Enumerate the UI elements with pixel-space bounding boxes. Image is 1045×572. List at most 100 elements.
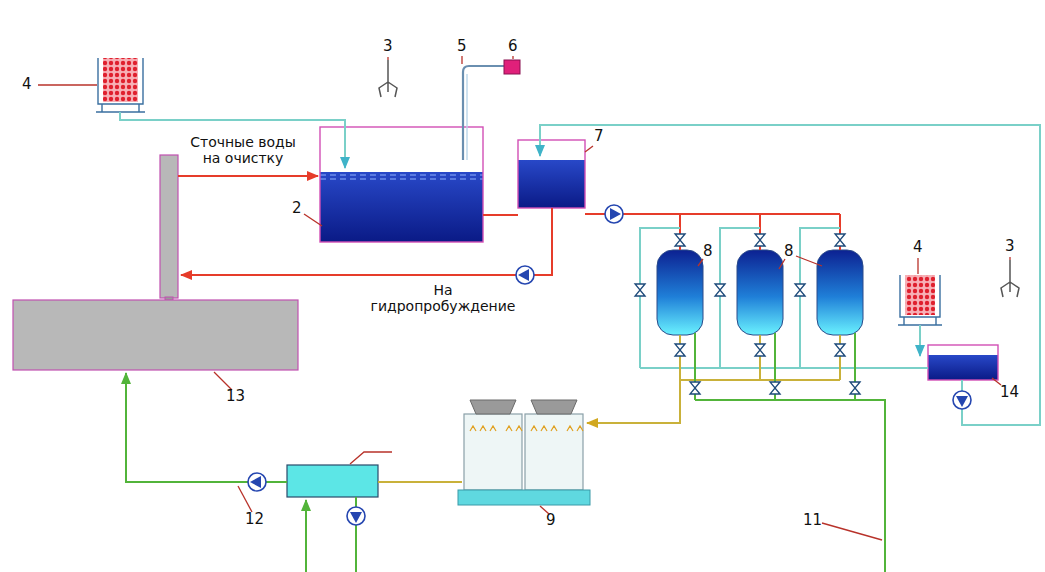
backwash-pipe	[378, 335, 840, 482]
flow-label: Сточные воды на очистку	[180, 134, 306, 166]
reagent-hopper	[96, 104, 145, 112]
grab-symbol	[1001, 260, 1019, 297]
leader-line	[917, 258, 918, 274]
callout-number: 13	[226, 388, 245, 405]
reagent-hopper	[103, 58, 138, 102]
clean-water-pipe	[540, 125, 1040, 425]
leader-line	[585, 146, 593, 152]
pump-symbol	[248, 205, 971, 525]
leader-line	[461, 56, 462, 64]
callout-number: 9	[546, 512, 556, 529]
dredger-unit	[160, 155, 178, 298]
wastewater-pipe	[483, 214, 518, 216]
callout-number: 5	[457, 38, 467, 55]
cooling-tower	[470, 426, 583, 431]
valve-symbol	[675, 344, 685, 356]
dredger-unit	[13, 300, 298, 370]
reagent-hopper	[898, 275, 942, 325]
level-gauge	[463, 60, 520, 160]
return-pipe	[305, 500, 307, 572]
filter-column	[657, 250, 703, 335]
clean-water-tank	[287, 465, 378, 497]
reagent-hopper	[98, 58, 143, 104]
pump-symbol	[516, 266, 534, 284]
clean-water-pipe	[120, 112, 1040, 425]
callout-number: 3	[383, 38, 393, 55]
wastewater-pipe	[178, 176, 840, 275]
flow-label: На гидропробуждение	[368, 282, 518, 314]
valve-symbol	[835, 344, 845, 356]
callout-number: 3	[1005, 238, 1015, 255]
valve-symbol	[835, 234, 845, 246]
filter-column	[657, 250, 863, 335]
leader-line	[822, 523, 882, 540]
settling-tank	[320, 175, 483, 176]
cooling-tower	[458, 490, 590, 505]
callout-number: 2	[292, 200, 302, 217]
backwash-pipe	[680, 335, 840, 380]
reagent-tank	[928, 345, 998, 380]
level-gauge	[466, 74, 467, 160]
pump-symbol	[248, 473, 266, 491]
filter-column	[817, 250, 863, 335]
leader-line	[387, 57, 388, 60]
leader-line	[304, 214, 322, 226]
dredger-unit	[13, 155, 298, 370]
valve-symbol	[755, 234, 765, 246]
leader-line	[1009, 257, 1010, 260]
valve-symbol	[795, 284, 805, 296]
return-pipe	[695, 333, 885, 572]
level-gauge	[463, 66, 504, 160]
settling-tank	[320, 179, 483, 180]
clean-water-pipe	[120, 112, 345, 168]
valve-symbol	[675, 234, 685, 246]
leader-line	[698, 259, 703, 266]
settling-tank	[320, 172, 483, 242]
callout-number: 4	[22, 76, 32, 93]
leader-line	[38, 84, 97, 85]
valve-symbol	[635, 284, 645, 296]
callout-number: 11	[803, 512, 822, 529]
valve-symbol	[755, 344, 765, 356]
level-gauge	[504, 60, 520, 74]
callout-number: 7	[594, 128, 604, 145]
buffer-tank	[518, 160, 585, 208]
valve-symbol	[715, 284, 725, 296]
reagent-tank	[928, 355, 998, 380]
buffer-tank	[518, 140, 585, 208]
wastewater-pipe	[178, 175, 318, 177]
return-pipe	[126, 373, 287, 482]
callout-number: 8	[784, 243, 794, 260]
callout-number: 12	[245, 511, 264, 528]
clean-water-tank	[287, 465, 378, 497]
callout-number: 4	[913, 239, 923, 256]
cooling-tower	[458, 400, 590, 505]
leader-line	[992, 378, 1001, 385]
valve-symbol	[850, 382, 860, 394]
return-pipe	[126, 333, 885, 572]
wastewater-pipe	[181, 208, 552, 275]
callout-number: 6	[508, 38, 518, 55]
buffer-tank	[518, 140, 585, 208]
reagent-hopper	[905, 275, 935, 315]
pump-symbol	[605, 205, 623, 223]
valve-symbol	[690, 382, 700, 394]
leader-line	[38, 56, 1010, 540]
pump-symbol	[347, 507, 365, 525]
leader-line	[350, 452, 392, 464]
callout-number: 14	[1000, 384, 1019, 401]
valve-symbol	[770, 382, 780, 394]
clean-water-pipe	[961, 380, 963, 391]
backwash-pipe	[378, 481, 462, 483]
grab-symbol	[379, 60, 397, 97]
leader-line	[238, 486, 252, 512]
reagent-hopper	[96, 58, 145, 112]
clean-water-pipe	[640, 228, 928, 368]
reagent-hopper	[898, 317, 942, 325]
reagent-hopper	[900, 275, 940, 317]
leader-line	[512, 56, 513, 59]
clean-water-pipe	[919, 325, 921, 356]
